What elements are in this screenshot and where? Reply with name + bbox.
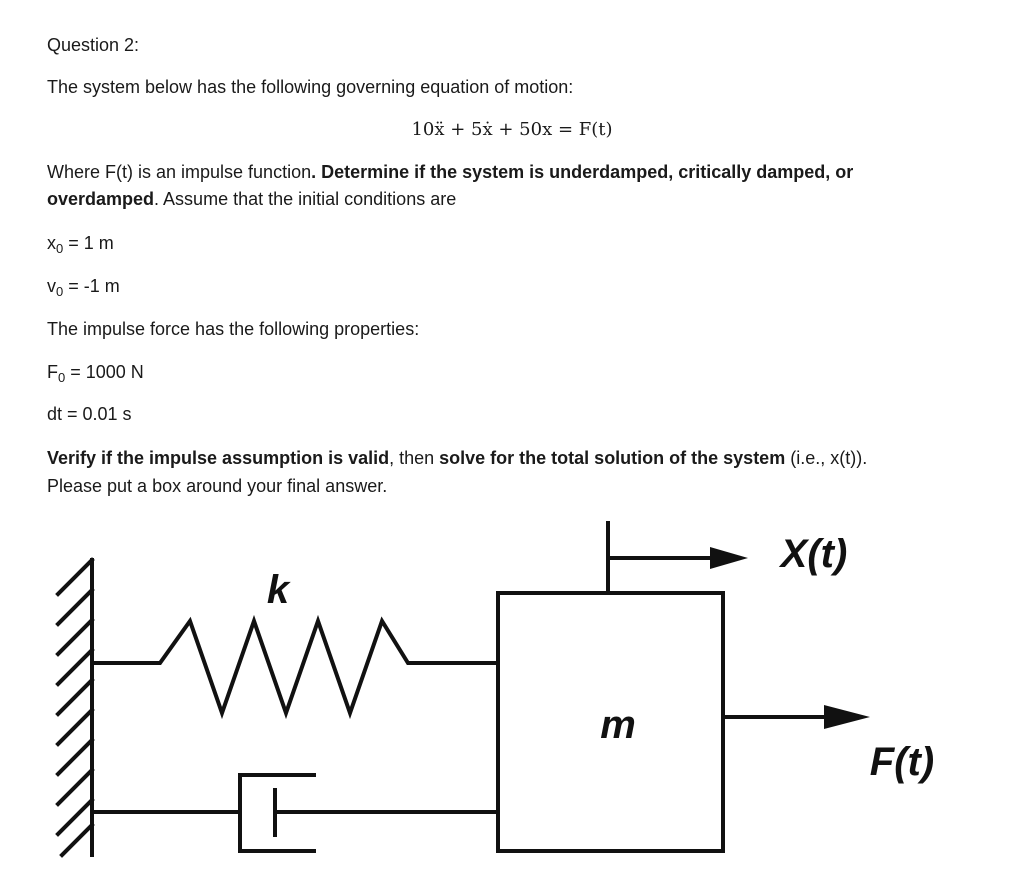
intro-text: The system below has the following gover… xyxy=(47,77,574,97)
solve-bold: solve for the total solution of the syst… xyxy=(439,448,786,468)
v0-value: = -1 m xyxy=(63,276,120,296)
paragraph-impulse-bold: . Determine if the system is underdamped… xyxy=(311,162,854,182)
equation-of-motion: 10ẍ + 5ẋ + 50x = F(t) xyxy=(411,119,613,140)
verify-text1: , then xyxy=(389,448,440,468)
paragraph-impulse-bold2: overdamped xyxy=(47,189,155,209)
paragraph-impulse: Where F(t) is an impulse function. Deter… xyxy=(47,160,853,184)
paragraph-impulse-text: Where F(t) is an impulse function xyxy=(47,162,312,182)
initial-position: x0 = 1 m xyxy=(47,231,114,261)
question-heading: Question 2: xyxy=(47,35,140,55)
mass-label: m xyxy=(600,703,636,747)
spring-label: k xyxy=(267,568,291,612)
x0-var: x xyxy=(47,233,56,253)
impulse-intro: The impulse force has the following prop… xyxy=(47,319,420,339)
mass-spring-damper-diagram: k m X(t) F(t) xyxy=(55,521,934,858)
impulse-amplitude: F0 = 1000 N xyxy=(47,360,144,390)
mass-block xyxy=(496,591,725,853)
force-arrowhead xyxy=(824,705,870,729)
paragraph-impulse-text2: . Assume that the initial conditions are xyxy=(154,189,457,209)
verify-text2: (i.e., x(t)). xyxy=(785,448,868,468)
damper xyxy=(90,773,500,853)
displacement-label: X(t) xyxy=(779,532,848,576)
v0-var: v xyxy=(47,276,56,296)
F0-sub: 0 xyxy=(58,370,66,385)
impulse-duration: dt = 0.01 s xyxy=(47,404,132,424)
F0-var: F xyxy=(47,362,58,382)
x0-value: = 1 m xyxy=(63,233,114,253)
force-label: F(t) xyxy=(870,740,934,784)
wall-hatching xyxy=(55,557,95,858)
F0-value: = 1000 N xyxy=(65,362,144,382)
verify-bold: Verify if the impulse assumption is vali… xyxy=(47,448,390,468)
initial-velocity: v0 = -1 m xyxy=(47,274,120,304)
paragraph-verify: Verify if the impulse assumption is vali… xyxy=(47,446,867,470)
spring xyxy=(90,614,500,720)
paragraph-box-answer: Please put a box around your final answe… xyxy=(47,476,388,496)
paragraph-impulse-cont: overdamped. Assume that the initial cond… xyxy=(47,187,456,211)
v0-sub: 0 xyxy=(56,284,64,299)
displacement-arrowhead xyxy=(710,547,748,569)
x0-sub: 0 xyxy=(56,241,64,256)
